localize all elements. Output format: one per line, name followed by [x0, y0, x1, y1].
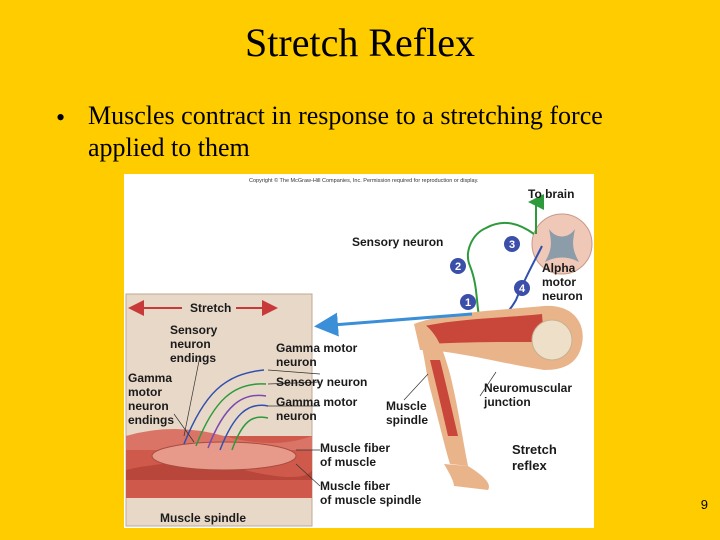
svg-text:4: 4: [519, 283, 526, 295]
label-gamma-endings-1: Gamma: [128, 371, 172, 385]
label-gamma-endings-3: neuron: [128, 399, 169, 413]
label-neuromuscular-1: Neuromuscular: [484, 381, 572, 395]
label-to-brain: To brain: [528, 187, 574, 201]
label-gamma-motor-b-1: Gamma motor: [276, 395, 358, 409]
label-alpha-3: neuron: [542, 289, 583, 303]
label-stretch: Stretch: [190, 301, 231, 315]
stretch-reflex-figure: Copyright © The McGraw-Hill Companies, I…: [124, 174, 594, 528]
label-sensory-neuron-top: Sensory neuron: [352, 235, 443, 249]
label-sensory-neuron-mid: Sensory neuron: [276, 375, 367, 389]
label-stretch-reflex-2: reflex: [512, 458, 547, 473]
sensory-neuron-path: [467, 221, 535, 323]
slide-number: 9: [700, 497, 708, 512]
label-gamma-endings-4: endings: [128, 413, 174, 427]
label-sensory-endings-2: neuron: [170, 337, 211, 351]
figure-illustration: Copyright © The McGraw-Hill Companies, I…: [125, 177, 593, 527]
label-sensory-endings-3: endings: [170, 351, 216, 365]
leg-illustration: [414, 305, 583, 490]
bullet-text: Muscles contract in response to a stretc…: [88, 101, 603, 162]
svg-text:3: 3: [509, 239, 515, 251]
bullet-point: • Muscles contract in response to a stre…: [56, 100, 676, 164]
spinal-cord-section: [531, 213, 593, 275]
label-fiber-muscle-2: of muscle: [320, 455, 376, 469]
pointer-arrow: [314, 312, 473, 337]
muscle-spindle-inset: [125, 293, 313, 527]
svg-text:1: 1: [465, 297, 471, 309]
label-stretch-reflex-1: Stretch: [512, 442, 557, 457]
label-alpha-1: Alpha: [542, 261, 576, 275]
svg-text:2: 2: [455, 261, 461, 273]
label-muscle-spindle-1: Muscle: [386, 399, 427, 413]
label-fiber-muscle-1: Muscle fiber: [320, 441, 390, 455]
label-fiber-spindle-1: Muscle fiber: [320, 479, 390, 493]
label-pointer-lines: [173, 355, 497, 487]
step-circle-4: 4: [514, 280, 530, 296]
step-circle-3: 3: [504, 236, 520, 252]
step-circle-1: 1: [460, 294, 476, 310]
label-fiber-spindle-2: of muscle spindle: [320, 493, 422, 507]
label-muscle-spindle-caption: Muscle spindle: [160, 511, 246, 525]
label-neuromuscular-2: junction: [483, 395, 531, 409]
step-circle-2: 2: [450, 258, 466, 274]
label-gamma-motor-a-2: neuron: [276, 355, 317, 369]
slide-title: Stretch Reflex: [245, 20, 475, 65]
copyright-notice: Copyright © The McGraw-Hill Companies, I…: [249, 177, 479, 184]
label-gamma-endings-2: motor: [128, 385, 162, 399]
bullet-dot-icon: •: [56, 103, 66, 132]
label-muscle-spindle-2: spindle: [386, 413, 428, 427]
label-sensory-endings-1: Sensory: [170, 323, 218, 337]
label-gamma-motor-b-2: neuron: [276, 409, 317, 423]
label-gamma-motor-a-1: Gamma motor: [276, 341, 358, 355]
label-alpha-2: motor: [542, 275, 576, 289]
